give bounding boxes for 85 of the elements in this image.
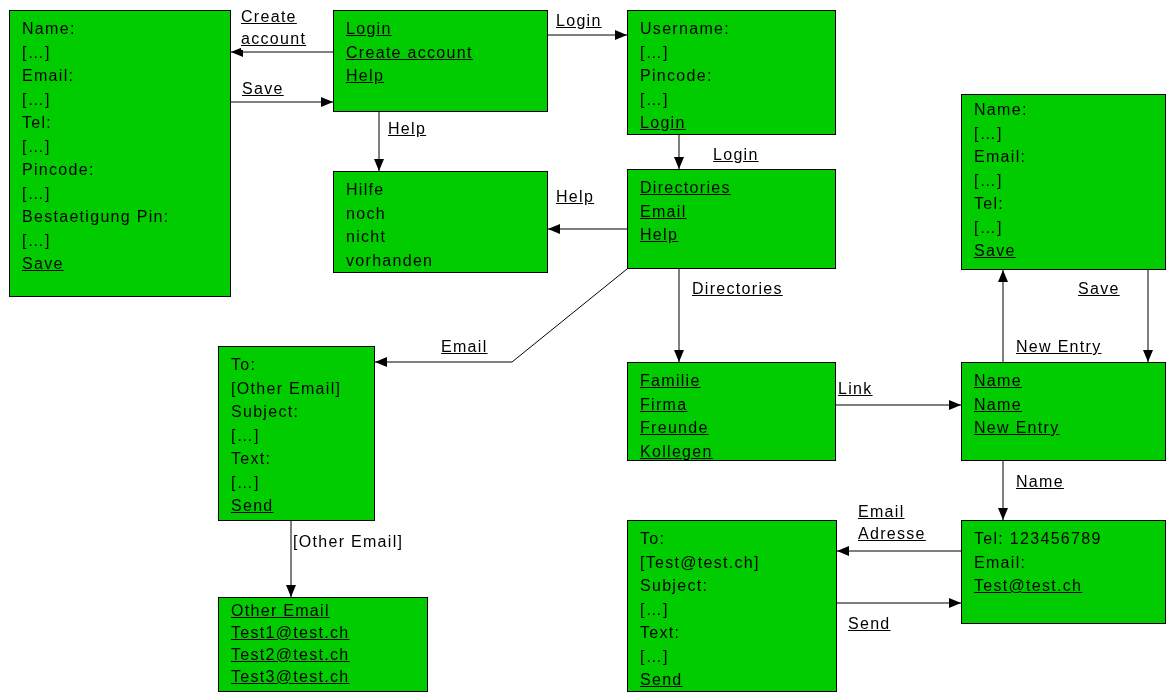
link-text: Create account bbox=[346, 42, 473, 63]
link-text: Name bbox=[974, 371, 1022, 391]
screen-box bbox=[627, 362, 836, 461]
form-text: Hilfe noch nicht vorhanden bbox=[346, 180, 434, 271]
form-text: [Test@test.ch] bbox=[640, 552, 760, 573]
arrow bbox=[230, 47, 334, 57]
arrow bbox=[674, 268, 684, 363]
screen-box bbox=[9, 10, 231, 297]
screen-box bbox=[218, 597, 428, 692]
link-text: Directories bbox=[640, 178, 731, 198]
screen-box bbox=[627, 169, 836, 269]
arrow bbox=[547, 30, 628, 40]
link-text: Familie bbox=[640, 371, 701, 391]
form-text: Email: bbox=[22, 66, 75, 86]
link-text: Test@test.ch bbox=[974, 576, 1083, 596]
form-text: Email: bbox=[974, 552, 1027, 573]
screen-box bbox=[333, 171, 548, 273]
arrow bbox=[1143, 269, 1153, 363]
form-text: […] bbox=[22, 183, 51, 204]
screen-box bbox=[627, 10, 836, 135]
form-text: Tel: bbox=[22, 113, 53, 133]
form-text: Subject: bbox=[231, 402, 300, 422]
arrow bbox=[836, 598, 962, 608]
form-text: To: bbox=[231, 355, 257, 375]
form-text: [Other Email] bbox=[231, 378, 342, 399]
form-text: […] bbox=[974, 123, 1003, 144]
form-text: […] bbox=[640, 646, 669, 667]
screen-box bbox=[627, 520, 837, 692]
link-text: Kollegen bbox=[640, 441, 713, 462]
link-text: Help bbox=[640, 225, 679, 245]
arrow bbox=[547, 224, 628, 234]
form-text: Pincode: bbox=[640, 66, 713, 86]
screen-box bbox=[961, 94, 1166, 270]
link-text: Test2@test.ch bbox=[231, 645, 350, 665]
link-text: Test1@test.ch bbox=[231, 623, 350, 643]
form-text: Name: bbox=[22, 19, 76, 39]
form-text: […] bbox=[22, 89, 51, 110]
link-text: Help bbox=[346, 66, 385, 86]
arrow bbox=[374, 268, 628, 367]
arrow bbox=[286, 520, 296, 598]
form-text: […] bbox=[640, 89, 669, 110]
form-text: […] bbox=[22, 136, 51, 157]
form-text: Subject: bbox=[640, 576, 709, 596]
form-text: Name: bbox=[974, 100, 1028, 120]
arrow bbox=[230, 97, 334, 107]
form-text: Text: bbox=[640, 623, 681, 643]
form-text: […] bbox=[974, 170, 1003, 191]
screen-box bbox=[218, 346, 375, 521]
form-text: Tel: 123456789 bbox=[974, 529, 1102, 549]
link-text: Other Email bbox=[231, 601, 330, 621]
screen-box bbox=[961, 362, 1166, 461]
form-text: Username: bbox=[640, 19, 730, 39]
arrow bbox=[836, 546, 962, 556]
link-text: Send bbox=[640, 670, 683, 690]
link-text: Test3@test.ch bbox=[231, 667, 350, 687]
form-text: […] bbox=[231, 425, 260, 446]
arrow bbox=[674, 134, 684, 170]
link-text: Save bbox=[22, 254, 64, 274]
arrow bbox=[998, 460, 1008, 521]
link-text: New Entry bbox=[974, 418, 1060, 438]
screen-box bbox=[333, 10, 548, 112]
form-text: Email: bbox=[974, 147, 1027, 167]
form-text: Bestaetigung Pin: bbox=[22, 207, 170, 227]
link-text: Login bbox=[346, 19, 392, 39]
form-text: Tel: bbox=[974, 194, 1005, 214]
arrow bbox=[998, 269, 1008, 363]
link-text: Firma bbox=[640, 394, 688, 415]
form-text: Pincode: bbox=[22, 160, 95, 180]
arrow bbox=[835, 400, 962, 410]
screen-box bbox=[961, 520, 1166, 624]
link-text: Email bbox=[640, 201, 687, 222]
link-text: Save bbox=[974, 241, 1016, 261]
link-text: Name bbox=[974, 394, 1022, 415]
form-text: […] bbox=[22, 42, 51, 63]
link-text: Freunde bbox=[640, 418, 709, 438]
form-text: Text: bbox=[231, 449, 272, 469]
arrow bbox=[374, 111, 384, 172]
form-text: To: bbox=[640, 529, 666, 549]
link-text: Send bbox=[231, 496, 274, 516]
form-text: […] bbox=[974, 217, 1003, 238]
form-text: […] bbox=[22, 230, 51, 251]
form-text: […] bbox=[231, 472, 260, 493]
form-text: […] bbox=[640, 599, 669, 620]
form-text: […] bbox=[640, 42, 669, 63]
link-text: Login bbox=[640, 113, 686, 133]
